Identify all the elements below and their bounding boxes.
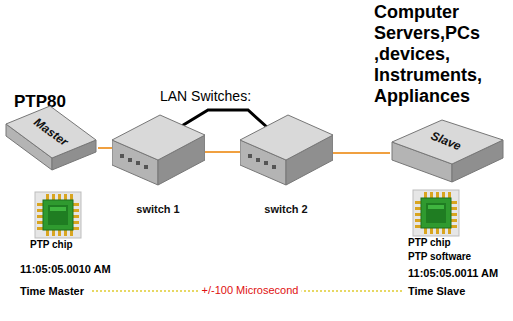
- switch-port: [136, 161, 140, 165]
- node-label: switch 1: [136, 203, 179, 215]
- time-role: Time Master: [20, 285, 84, 298]
- device-list: Computer Servers,PCs ,devices, Instrumen…: [374, 2, 508, 107]
- switch-port: [120, 154, 124, 158]
- master-device: Master: [4, 104, 98, 172]
- node-label: switch 2: [264, 203, 307, 215]
- switch-port: [128, 158, 132, 162]
- chip-icon: [413, 190, 459, 236]
- switch-port: [248, 154, 252, 158]
- group-label: LAN Switches:: [160, 88, 251, 105]
- time-value: 11:05:05.0011 AM: [408, 267, 498, 280]
- switch-port: [264, 161, 268, 165]
- device-outline: [390, 118, 505, 184]
- device-face: [6, 106, 96, 158]
- switch-port: [256, 158, 260, 162]
- chip-label: PTP chip: [30, 239, 73, 251]
- slave-device: Slave: [390, 118, 505, 184]
- leader-line: [180, 110, 268, 128]
- network-cable: [333, 152, 390, 154]
- network-switch: switch 1: [112, 112, 205, 224]
- device-face: [112, 115, 205, 160]
- device-face: [392, 120, 503, 164]
- network-switch: switch 2: [240, 112, 333, 224]
- network-cable: [205, 151, 240, 153]
- chip-icon: [35, 192, 81, 238]
- switch-port: [144, 165, 148, 169]
- accuracy-label: +/-100 Microsecond: [199, 284, 302, 297]
- time-value: 11:05:05.0010 AM: [20, 263, 111, 276]
- time-role: Time Slave: [408, 285, 465, 298]
- device-name: PTP80: [14, 92, 66, 112]
- chip-label: PTP chip: [408, 237, 451, 249]
- switch-port: [272, 165, 276, 169]
- software-label: PTP software: [408, 251, 471, 263]
- device-face: [240, 115, 333, 160]
- network-cable: [98, 147, 112, 149]
